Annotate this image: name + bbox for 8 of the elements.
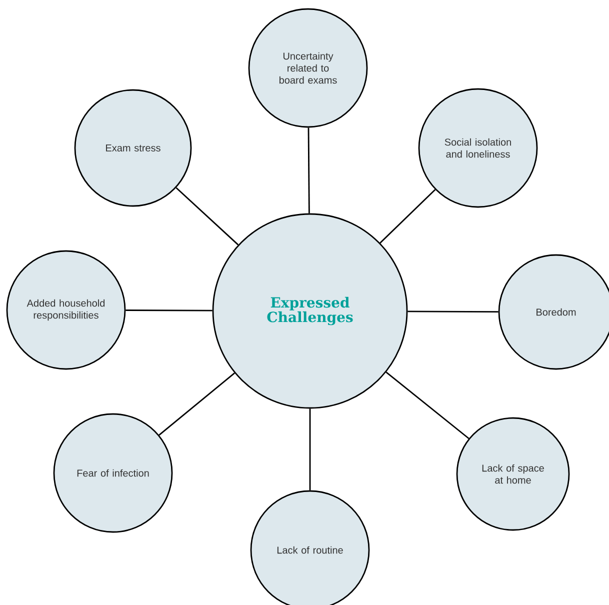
connector-line bbox=[386, 372, 470, 440]
connector-line bbox=[158, 372, 235, 436]
connector-line bbox=[408, 310, 498, 312]
connector-line bbox=[176, 187, 239, 246]
connector-line bbox=[309, 408, 311, 490]
connector-line bbox=[308, 128, 310, 214]
connector-line bbox=[380, 189, 436, 244]
connector-line bbox=[126, 310, 212, 312]
